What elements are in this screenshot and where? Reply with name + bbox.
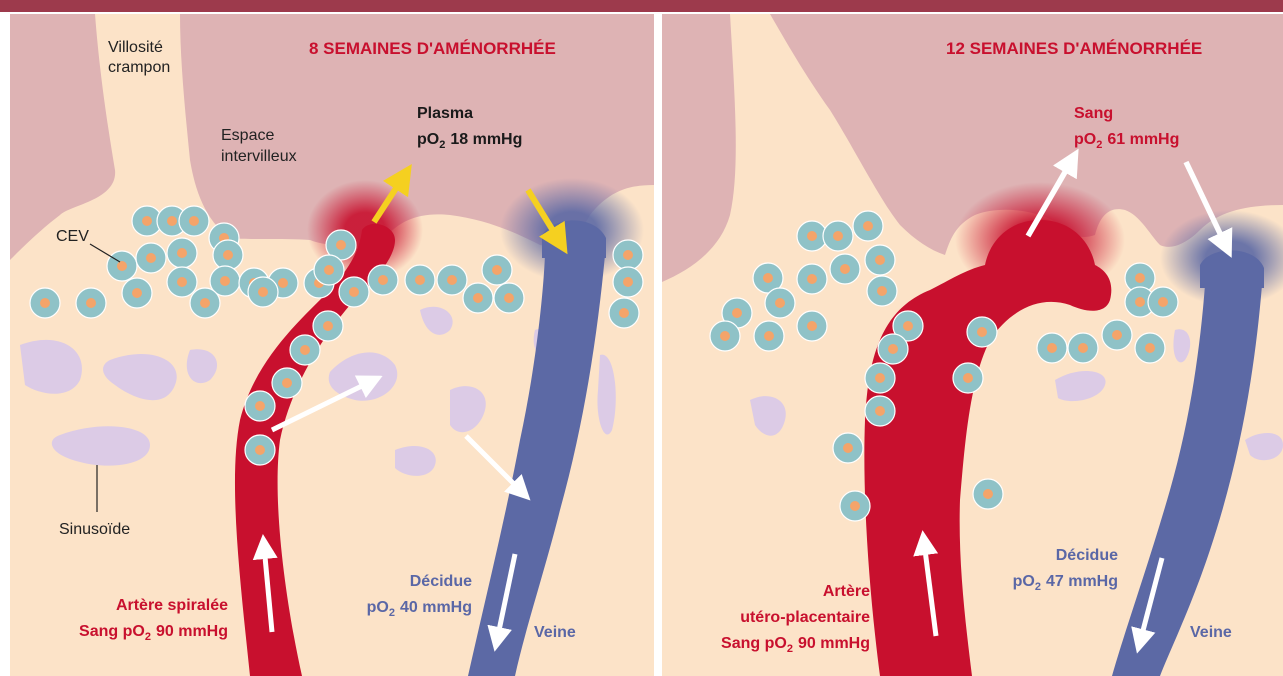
cev-cell	[314, 255, 344, 285]
anchoring-villus-label-1: Villosité	[108, 39, 163, 56]
decidua-label-left: Décidue	[410, 573, 472, 590]
cev-cell	[290, 335, 320, 365]
cev-cell	[339, 277, 369, 307]
cev-cell	[710, 321, 740, 351]
panel-8-weeks: 8 SEMAINES D'AMÉNORRHÉE Villosité crampo…	[10, 14, 654, 676]
cev-cell	[973, 479, 1003, 509]
cev-cell	[167, 267, 197, 297]
title-12-weeks: 12 SEMAINES D'AMÉNORRHÉE	[946, 39, 1202, 58]
cev-cell	[967, 317, 997, 347]
cev-cell	[248, 277, 278, 307]
cev-cell	[865, 245, 895, 275]
cev-cell	[107, 251, 137, 281]
cev-cell	[30, 288, 60, 318]
cev-cell	[190, 288, 220, 318]
cev-cell	[865, 396, 895, 426]
cev-cell	[833, 433, 863, 463]
cev-cell	[482, 255, 512, 285]
cev-cell	[272, 368, 302, 398]
cev-cell	[1102, 320, 1132, 350]
cev-cell	[1068, 333, 1098, 363]
cev-cell	[765, 288, 795, 318]
cev-cell	[245, 435, 275, 465]
cev-cell	[865, 363, 895, 393]
cev-cell	[840, 491, 870, 521]
cev-cell	[953, 363, 983, 393]
cev-cell	[797, 264, 827, 294]
decidua-label-right: Décidue	[1056, 547, 1118, 564]
anchoring-villus-label-2: crampon	[108, 59, 170, 76]
cev-cell	[1037, 333, 1067, 363]
sinusoid-label: Sinusoïde	[59, 521, 130, 538]
cev-cell	[609, 298, 639, 328]
cev-cell	[1148, 287, 1178, 317]
cev-cell	[136, 243, 166, 273]
cev-cell	[245, 391, 275, 421]
cev-cell	[167, 238, 197, 268]
cev-cell	[878, 334, 908, 364]
cev-cell	[797, 311, 827, 341]
cev-cell	[613, 240, 643, 270]
vein-label-left: Veine	[534, 624, 576, 641]
blood-label: Sang	[1074, 105, 1113, 122]
cev-cell	[830, 254, 860, 284]
cev-cell	[494, 283, 524, 313]
cev-cell	[754, 321, 784, 351]
cev-cell	[437, 265, 467, 295]
panel-divider	[654, 12, 662, 676]
cev-cell	[405, 265, 435, 295]
top-bar	[0, 0, 1283, 12]
cev-label: CEV	[56, 228, 89, 245]
plasma-label: Plasma	[417, 105, 473, 122]
cev-cell	[867, 276, 897, 306]
cev-cell	[76, 288, 106, 318]
title-8-weeks: 8 SEMAINES D'AMÉNORRHÉE	[309, 39, 556, 58]
cev-cell	[613, 267, 643, 297]
cev-cell	[313, 311, 343, 341]
cev-cell	[122, 278, 152, 308]
cev-cell	[368, 265, 398, 295]
intervillous-label-1: Espace	[221, 127, 274, 144]
cev-cell	[823, 221, 853, 251]
cev-cell	[463, 283, 493, 313]
intervillous-label-2: intervilleux	[221, 148, 297, 165]
cev-cell	[1135, 333, 1165, 363]
utero-placental-artery-label-1: Artère	[823, 583, 870, 600]
spiral-artery-label: Artère spiralée	[116, 597, 228, 614]
vein-label-right: Veine	[1190, 624, 1232, 641]
cev-cell	[853, 211, 883, 241]
utero-placental-artery-label-2: utéro-placentaire	[740, 609, 870, 626]
cev-cell	[213, 240, 243, 270]
cev-cell	[179, 206, 209, 236]
